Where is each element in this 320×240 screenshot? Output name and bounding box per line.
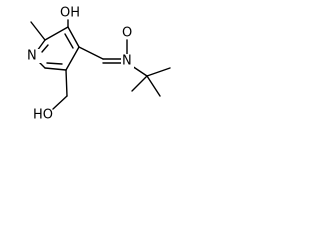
hydroxymethyl-label: HO xyxy=(33,108,53,123)
nitrone-nitrogen-mask xyxy=(121,54,134,68)
bond-n1-c2-inner xyxy=(41,44,49,53)
atom-labels: N OH N O HO xyxy=(27,6,134,123)
bond-c4-c5 xyxy=(65,46,80,71)
phenol-hydroxyl-label: OH xyxy=(60,6,80,21)
bond-c2-methyl xyxy=(30,21,46,41)
bond-c5-c6 xyxy=(44,67,67,71)
chemical-structure: N OH N O HO xyxy=(27,6,171,123)
ring-nitrogen-mask xyxy=(27,49,41,63)
bond-tbu-me2 xyxy=(131,75,148,92)
bond-c5-ch2 xyxy=(65,69,68,97)
nitrone-oxygen-label: O xyxy=(122,26,132,41)
bond-tbu-me1 xyxy=(146,67,171,77)
pyridine-ring xyxy=(36,26,80,71)
bond-c5-c6-inner xyxy=(46,62,63,65)
bond-tbu-me3 xyxy=(146,75,161,97)
bond-c3-c4-inner xyxy=(64,33,74,49)
bond-c3-c4 xyxy=(67,26,80,48)
bond-n-tbu xyxy=(131,65,148,77)
ring-nitrogen-label: N xyxy=(27,49,37,64)
nitrone-nitrogen-label: N xyxy=(122,54,132,69)
bond-ch2-oh xyxy=(52,95,68,110)
bond-c4-ch xyxy=(78,46,104,60)
substituents xyxy=(30,19,171,110)
bond-c2-c3 xyxy=(44,26,69,41)
